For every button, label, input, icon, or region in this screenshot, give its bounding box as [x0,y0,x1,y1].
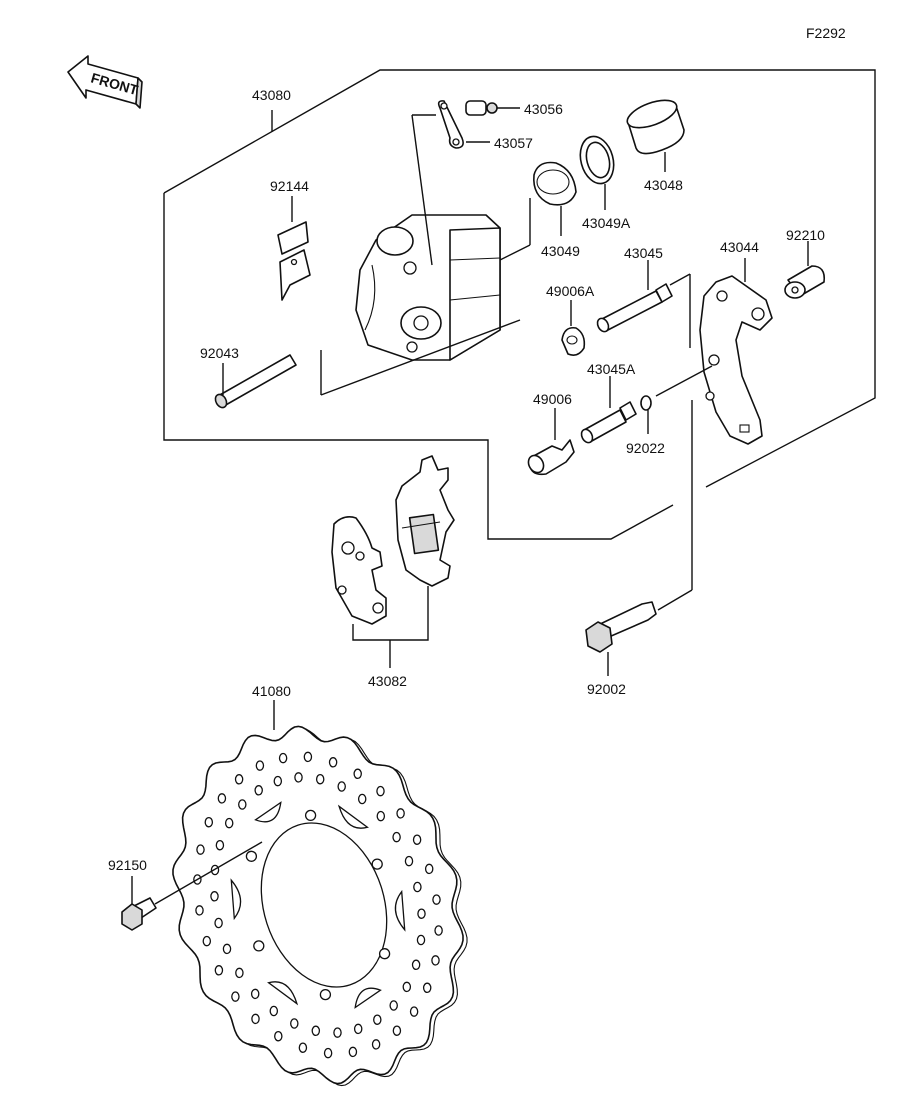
boot-49006A [561,326,586,356]
bleed-cap-43056 [465,100,498,116]
bushing-92210 [784,265,826,299]
piston-43048 [626,99,685,155]
label-92002: 92002 [587,681,626,697]
label-43049A: 43049A [582,215,631,231]
label-92043: 92043 [200,345,239,361]
pad-set-43082 [331,455,455,625]
label-92150: 92150 [108,857,147,873]
label-43048: 43048 [644,177,683,193]
label-43082: 43082 [368,673,407,689]
pad-spring-92144 [277,221,311,301]
bolt-92002 [585,601,657,653]
label-43056: 43056 [524,101,563,117]
label-92022: 92022 [626,440,665,456]
label-43044: 43044 [720,239,759,255]
figure-code: F2292 [806,25,846,41]
bracket-43044 [699,275,773,445]
caliper-assy-outline [163,69,876,488]
label-43045A: 43045A [587,361,636,377]
label-49006: 49006 [533,391,572,407]
caliper-body [355,214,501,361]
label-49006A: 49006A [546,283,595,299]
label-43049: 43049 [541,243,580,259]
boot-49006 [527,439,575,476]
slide-pin-43045A [580,401,637,444]
slide-pin-43045 [596,283,673,333]
label-41080: 41080 [252,683,291,699]
label-92144: 92144 [270,178,309,194]
piston-seal-43049 [533,161,577,206]
circlip-92022 [640,395,652,411]
label-43057: 43057 [494,135,533,151]
label-92210: 92210 [786,227,825,243]
bleed-screw-43057 [437,100,464,149]
disc-bolt-92150 [121,897,157,931]
pin-92043 [214,354,297,409]
label-43080: 43080 [252,87,291,103]
label-43045: 43045 [624,245,663,261]
brake-disc-41080 [172,725,468,1087]
front-arrow-icon: FRONT [67,55,143,109]
dust-seal-43049A [579,135,615,185]
